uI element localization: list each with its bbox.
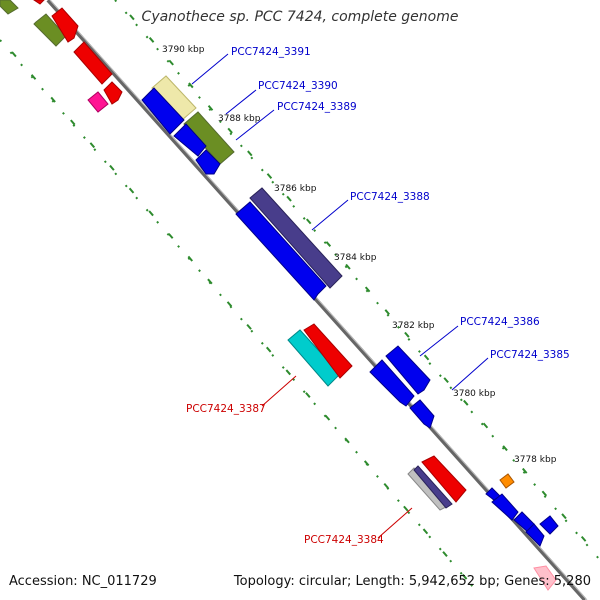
gene-blue-3386[interactable] <box>385 345 431 395</box>
leader-lines <box>191 53 489 539</box>
leader-3389 <box>235 109 275 141</box>
tick-3790: 3790 kbp <box>162 45 205 55</box>
leader-3390 <box>225 89 257 115</box>
gene-slate-3384[interactable] <box>413 465 453 509</box>
gene-olive-partial[interactable] <box>0 0 19 15</box>
gene-red-3387[interactable] <box>303 323 353 379</box>
gene-olive-a[interactable] <box>33 13 67 47</box>
gene-red-3384[interactable] <box>421 455 467 503</box>
label-pcc7424-3391[interactable]: PCC7424_3391 <box>231 46 311 58</box>
gene-orange[interactable] <box>499 473 515 489</box>
leader-3387 <box>261 375 297 407</box>
leader-3388 <box>311 199 349 231</box>
tick-3782: 3782 kbp <box>392 321 435 331</box>
label-pcc7424-3388[interactable]: PCC7424_3388 <box>350 191 430 203</box>
outer-tick-track <box>114 0 600 561</box>
accession-text: Accession: NC_011729 <box>9 574 157 589</box>
gene-slate-3388[interactable] <box>249 187 343 289</box>
leader-3386 <box>419 325 459 357</box>
gene-olive-3389[interactable] <box>183 111 235 165</box>
leader-3391 <box>191 53 229 85</box>
gene-labels[interactable]: PCC7424_3391 PCC7424_3390 PCC7424_3389 P… <box>186 46 570 546</box>
gene-red-a[interactable] <box>51 7 79 43</box>
gene-red-c[interactable] <box>103 81 123 105</box>
gene-blue-b[interactable] <box>173 123 207 157</box>
label-pcc7424-3384[interactable]: PCC7424_3384 <box>304 534 384 546</box>
gene-blue-d[interactable] <box>409 399 435 429</box>
gene-blocks[interactable] <box>0 0 559 591</box>
label-pcc7424-3387[interactable]: PCC7424_3387 <box>186 403 266 415</box>
tick-3788: 3788 kbp <box>218 114 261 124</box>
inner-major-ticks <box>11 51 471 584</box>
gene-blue-i[interactable] <box>539 515 559 535</box>
outer-major-ticks <box>129 14 596 553</box>
label-pcc7424-3390[interactable]: PCC7424_3390 <box>258 80 338 92</box>
tick-3786: 3786 kbp <box>274 184 317 194</box>
tick-3784: 3784 kbp <box>334 253 377 263</box>
gene-blue-3390[interactable] <box>141 87 185 135</box>
genome-stats-text: Topology: circular; Length: 5,942,652 bp… <box>233 574 591 589</box>
gene-magenta[interactable] <box>87 91 109 113</box>
gene-red-b[interactable] <box>73 41 113 85</box>
gene-pink-partial[interactable] <box>533 565 557 591</box>
gene-blue-c[interactable] <box>195 149 221 175</box>
tick-labels: 3790 kbp 3788 kbp 3786 kbp 3784 kbp 3782… <box>162 45 557 465</box>
leader-3384 <box>377 507 413 539</box>
label-pcc7424-3389[interactable]: PCC7424_3389 <box>277 101 357 113</box>
label-pcc7424-3385[interactable]: PCC7424_3385 <box>490 349 570 361</box>
genome-title: Cyanothece sp. PCC 7424, complete genome <box>141 9 459 25</box>
tick-3778: 3778 kbp <box>514 455 557 465</box>
gene-blue-3385[interactable] <box>369 359 415 407</box>
leader-3385 <box>451 357 489 391</box>
gene-blue-3388a[interactable] <box>235 201 327 301</box>
gene-blue-f[interactable] <box>491 493 519 521</box>
gene-blue-h[interactable] <box>525 523 545 547</box>
label-pcc7424-3386[interactable]: PCC7424_3386 <box>460 316 540 328</box>
gene-red-partial[interactable] <box>33 0 45 5</box>
tick-3780: 3780 kbp <box>453 389 496 399</box>
